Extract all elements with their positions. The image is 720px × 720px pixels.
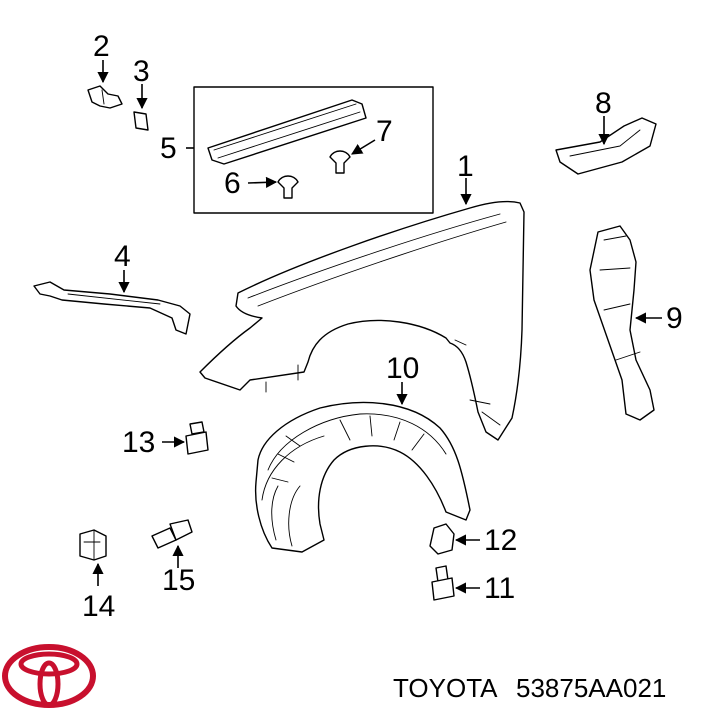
callout-5: 5: [160, 132, 177, 165]
screw-15-part: [151, 519, 193, 549]
footer-part-number: 53875AA021: [516, 673, 666, 703]
callout-3: 3: [133, 55, 150, 88]
fender-liner-part: [254, 401, 471, 553]
moulding-part: [207, 99, 367, 165]
clip-3-part: [133, 111, 149, 131]
clip-6-part: [277, 175, 299, 199]
clip-14-part: [79, 529, 107, 561]
callout-9: 9: [666, 302, 683, 335]
part-group-box: [193, 86, 434, 214]
toyota-logo-icon: [2, 644, 96, 708]
footer-brand: TOYOTA: [393, 673, 498, 703]
fender-part: [199, 200, 525, 441]
leader-lines: [92, 60, 662, 594]
callout-8: 8: [595, 87, 612, 120]
callout-10: 10: [386, 352, 419, 385]
callout-4: 4: [114, 240, 131, 273]
bolt-2-part: [87, 85, 123, 109]
nut-12-part: [429, 523, 455, 555]
callout-7: 7: [376, 115, 393, 148]
callout-15: 15: [162, 564, 195, 597]
callout-13: 13: [122, 426, 155, 459]
callout-12: 12: [484, 524, 517, 557]
callout-14: 14: [82, 590, 115, 623]
callout-labels: 2 3 5 6 7 1 8 4 9 10 13 12 11 15 14: [82, 30, 683, 623]
bracket-4-part: [33, 281, 191, 335]
bolt-13-part: [185, 421, 209, 455]
callout-6: 6: [224, 167, 241, 200]
clip-7-part: [329, 150, 351, 174]
callout-1: 1: [457, 150, 474, 183]
support-8-part: [555, 117, 657, 175]
callout-11: 11: [484, 572, 515, 605]
seal-9-part: [589, 225, 655, 421]
callout-2: 2: [93, 30, 110, 63]
bolt-11-part: [431, 565, 455, 601]
